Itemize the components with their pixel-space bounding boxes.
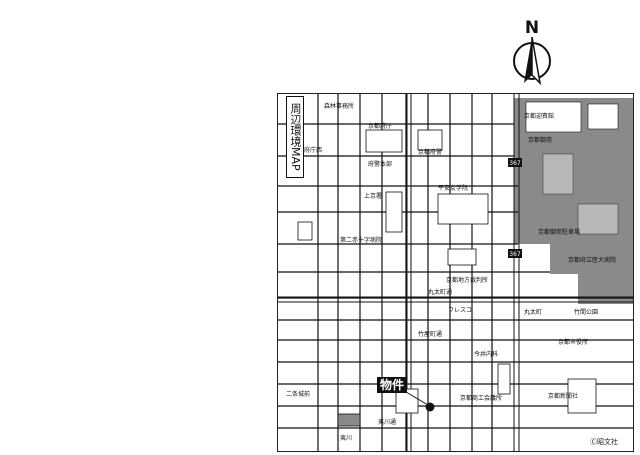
property-pointer — [405, 391, 429, 406]
property-label: 物件 — [377, 377, 408, 393]
route-shields: 367 367 — [508, 158, 522, 258]
compass-letter: N — [525, 18, 539, 38]
guesthouse-block — [525, 101, 582, 133]
place-label: 丸太町通 — [428, 288, 452, 296]
building-shaded — [337, 413, 361, 427]
garden-block — [577, 203, 619, 235]
place-label: 府庁西 — [304, 146, 322, 154]
compass-needle-right — [531, 36, 542, 86]
place-label: 京都新聞社 — [548, 392, 578, 400]
place-label: 京都地方裁判所 — [446, 276, 488, 284]
place-label: 京都府警 — [418, 148, 442, 156]
place-label: 丸太町 — [524, 308, 542, 316]
building — [297, 221, 313, 241]
place-label: 夷川 — [340, 434, 352, 442]
building-hospital — [385, 191, 403, 233]
place-labels: 森林事務所 京都府庁 府警本部 京都府警 府庁西 上京署 第二赤十字病院 丸太町… — [286, 102, 616, 442]
building — [567, 378, 597, 414]
palace-block — [587, 103, 619, 130]
map-title: 周辺環境MAP — [286, 96, 304, 178]
place-label: 森林事務所 — [324, 102, 354, 110]
garden-block — [542, 153, 574, 195]
route-number: 367 — [509, 251, 521, 258]
map-copyright: Ⓒ昭文社 — [590, 437, 618, 446]
place-label: 今井内科 — [474, 350, 498, 358]
place-label: 夷川通 — [378, 418, 396, 426]
place-label: 竹屋町通 — [418, 330, 442, 338]
route-shield — [508, 249, 522, 258]
place-label: 上京署 — [364, 192, 382, 200]
building-prefecture — [365, 129, 403, 153]
road-grid-vertical — [317, 94, 493, 451]
compass-needle-left — [524, 37, 532, 83]
place-label: 竹間公園 — [574, 308, 598, 316]
place-label: 京都御苑駐車場 — [538, 228, 580, 236]
building-court — [447, 248, 477, 266]
area-map: 367 367 森林事務所 京都府庁 府警本部 京都府警 府庁西 上京署 第二赤… — [277, 93, 634, 452]
place-label: 平安女学院 — [438, 184, 468, 192]
route-shield — [508, 158, 522, 167]
imperial-park-area — [514, 98, 633, 304]
place-label: 京都商工会議所 — [460, 394, 502, 402]
place-label: 京都府立医大病院 — [568, 256, 616, 264]
place-label: 京都府庁 — [368, 122, 392, 130]
buildings — [297, 129, 597, 427]
place-label: フレスコ — [448, 307, 472, 314]
place-label: 府警本部 — [368, 160, 392, 168]
place-label: 二条城前 — [286, 390, 310, 398]
building-school — [437, 193, 489, 225]
north-compass: N — [503, 13, 563, 93]
route-number: 367 — [509, 160, 521, 167]
building — [417, 129, 443, 151]
place-label: 京都御苑 — [528, 136, 552, 144]
map-graphic: 367 367 森林事務所 京都府庁 府警本部 京都府警 府庁西 上京署 第二赤… — [278, 94, 633, 451]
building — [497, 363, 511, 395]
place-label: 京都市役所 — [558, 338, 588, 346]
place-label: 第二赤十字病院 — [340, 236, 382, 244]
place-label: 京都迎賓館 — [524, 112, 554, 120]
